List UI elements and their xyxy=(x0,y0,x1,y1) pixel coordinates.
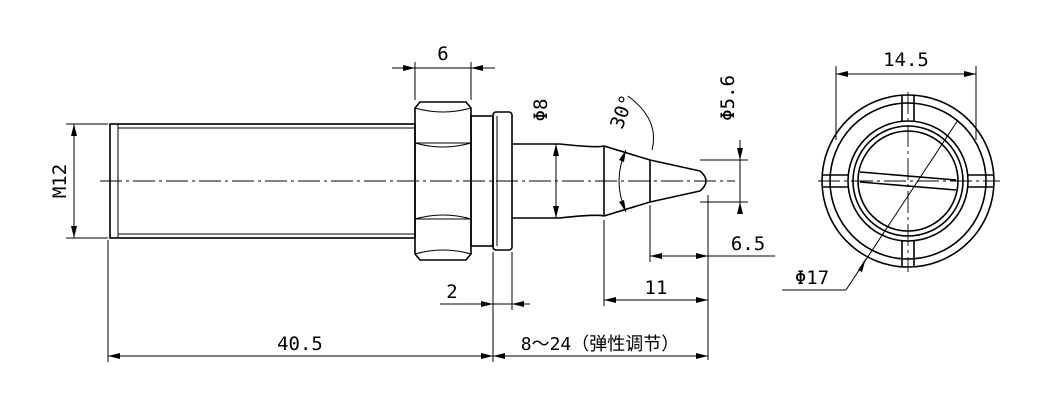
dim-body-length: 40.5 xyxy=(277,333,323,355)
hex-nut xyxy=(414,101,472,261)
dim-hex-width: 6 xyxy=(437,43,448,65)
dim-thread: M12 xyxy=(49,164,71,198)
dim-tip-length: 6.5 xyxy=(731,233,765,255)
dim-adjust-range: 8～24（弹性调节） xyxy=(521,334,680,355)
side-view xyxy=(100,101,735,261)
dim-tip-diameter: Φ5.6 xyxy=(717,75,739,121)
washer xyxy=(492,111,513,251)
dim-washer-thickness: 2 xyxy=(446,281,457,303)
dim-cone-length: 11 xyxy=(645,277,668,299)
dimension-lines xyxy=(66,62,775,362)
shaft xyxy=(512,143,707,219)
dim-taper-angle: 30° xyxy=(606,92,638,132)
end-view xyxy=(782,66,1000,291)
dim-end-diameter: Φ17 xyxy=(795,267,829,289)
dim-end-width: 14.5 xyxy=(883,49,929,71)
dim-shaft-diameter: Φ8 xyxy=(530,99,552,122)
